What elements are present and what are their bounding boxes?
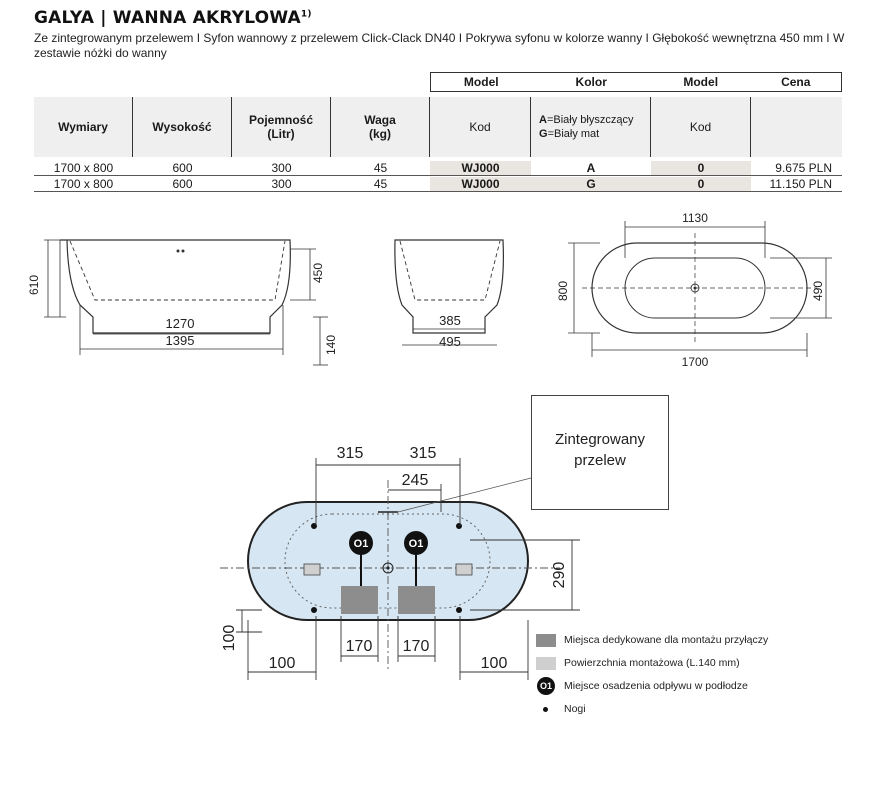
cell-wymiary: 1700 x 800 xyxy=(53,177,114,191)
header-kod: Kod xyxy=(430,97,531,157)
group-header-cena: Cena xyxy=(781,75,811,89)
group-header-model2: Model xyxy=(683,75,719,89)
legend: Miejsca dedykowane dla montażu przyłączy… xyxy=(536,630,768,722)
drain-center-dot xyxy=(386,566,390,570)
dim-base-inner: 1270 xyxy=(166,316,195,331)
header-wysokosc: Wysokość xyxy=(133,97,232,157)
header-kod2: Kod xyxy=(651,97,751,157)
cell-wysokosc: 600 xyxy=(172,177,193,191)
group-header-kolor: Kolor xyxy=(575,75,607,89)
dim-right-315: 315 xyxy=(410,445,437,462)
dim-offset-245: 245 xyxy=(402,472,429,489)
page-title: GALYA | WANNA AKRYLOWA1) xyxy=(34,8,312,28)
dim-front-inner: 385 xyxy=(439,313,461,328)
cell-model2: 0 xyxy=(651,161,751,175)
top-view-drawing xyxy=(568,221,832,357)
o1-icon: O1 xyxy=(537,677,555,695)
row-divider xyxy=(34,175,842,176)
product-description: Ze zintegrowanym przelewem I Syfon wanno… xyxy=(34,31,845,60)
legend-item: Nogi xyxy=(536,699,768,719)
table-row: 1700 x 800 600 300 45 WJ000 G 0 11.150 P… xyxy=(34,177,842,191)
foot-dot xyxy=(311,607,317,613)
dim-left-315: 315 xyxy=(337,445,364,462)
o1-label: O1 xyxy=(354,538,369,550)
cell-wysokosc: 600 xyxy=(172,161,193,175)
mounting-surface-swatch xyxy=(536,656,556,670)
dim-zone-170-left: 170 xyxy=(346,638,373,655)
callout-text: Zintegrowany przelew xyxy=(554,431,646,469)
cell-model: WJ000 xyxy=(430,177,531,191)
connection-zone-swatch xyxy=(536,633,556,647)
cell-waga: 45 xyxy=(373,177,388,191)
front-view-drawing xyxy=(394,239,504,346)
cell-wymiary: 1700 x 800 xyxy=(53,161,114,175)
cell-pojemnosc: 300 xyxy=(271,161,292,175)
dim-zone-170-right: 170 xyxy=(403,638,430,655)
legend-label: Miejsca dedykowane dla montażu przyłączy xyxy=(564,634,769,646)
column-header-row: Wymiary Wysokość Pojemność (Litr) Waga (… xyxy=(34,97,842,157)
dim-top-inner-width: 490 xyxy=(811,281,825,301)
inner-basin-outline xyxy=(284,513,491,609)
dim-top-length: 1700 xyxy=(682,355,709,369)
cell-kolor: G xyxy=(531,177,651,191)
dim-front-outer: 495 xyxy=(439,334,461,349)
technical-drawings: 610 450 140 1270 1395 385 495 1130 800 4… xyxy=(27,211,832,369)
overflow-callout: Zintegrowany przelew xyxy=(531,395,669,510)
cell-cena: 9.675 PLN xyxy=(775,161,832,175)
legend-item: Miejsca dedykowane dla montażu przyłączy xyxy=(536,630,768,650)
side-outlet-right xyxy=(455,563,473,576)
foot-dot xyxy=(311,523,317,529)
cell-kolor: A xyxy=(586,161,596,175)
group-header-model: Model xyxy=(463,75,499,89)
cell-cena: 11.150 PLN xyxy=(769,177,833,191)
legend-item: Powierzchnia montażowa (L.140 mm) xyxy=(536,653,768,673)
o1-marker-icon xyxy=(404,531,428,555)
side-outlet-left xyxy=(303,563,321,576)
legend-item: O1 Miejsce osadzenia odpływu w podłodze xyxy=(536,676,768,696)
side-view-drawing xyxy=(44,239,328,366)
callout-leader-line xyxy=(397,477,532,513)
legend-label: Miejsce osadzenia odpływu w podłodze xyxy=(564,680,748,692)
dim-side-depth: 450 xyxy=(311,263,325,283)
legend-label: Powierzchnia montażowa (L.140 mm) xyxy=(564,657,740,669)
foot-dot xyxy=(456,607,462,613)
drain-icon xyxy=(382,562,394,574)
foot-dot-icon xyxy=(543,706,548,712)
cell-model2: 0 xyxy=(651,177,751,191)
foot-dot xyxy=(456,523,462,529)
header-wymiary: Wymiary xyxy=(34,97,133,157)
legend-label: Nogi xyxy=(564,703,586,715)
header-kolor-legend: A=Biały błyszczący G=Biały mat xyxy=(531,97,651,157)
dim-leg: 140 xyxy=(324,335,338,355)
o1-marker-icon xyxy=(349,531,373,555)
cell-pojemnosc: 300 xyxy=(271,177,292,191)
row-divider xyxy=(34,191,842,192)
dim-height-290: 290 xyxy=(551,562,568,589)
header-waga: Waga (kg) xyxy=(331,97,430,157)
connection-zone-right xyxy=(398,586,435,614)
connection-zone-left xyxy=(341,586,378,614)
dim-left-100: 100 xyxy=(221,625,238,652)
dim-base-outer: 1395 xyxy=(166,333,195,348)
dim-side-height: 610 xyxy=(27,275,41,295)
dim-top-width: 800 xyxy=(556,281,570,301)
cell-waga: 45 xyxy=(373,161,388,175)
installation-diagram: O1 O1 315 315 245 xyxy=(220,445,580,680)
header-cena xyxy=(751,97,842,157)
cell-model: WJ000 xyxy=(430,161,531,175)
group-header-row: Model Kolor Model Cena xyxy=(430,72,842,92)
dim-top-inner-length: 1130 xyxy=(682,211,708,225)
dim-bottom-right-100: 100 xyxy=(481,655,508,672)
dim-bottom-left-100: 100 xyxy=(269,655,296,672)
header-pojemnosc: Pojemność (Litr) xyxy=(232,97,331,157)
o1-label: O1 xyxy=(409,538,424,550)
table-row: 1700 x 800 600 300 45 WJ000 A 0 9.675 PL… xyxy=(34,161,842,175)
